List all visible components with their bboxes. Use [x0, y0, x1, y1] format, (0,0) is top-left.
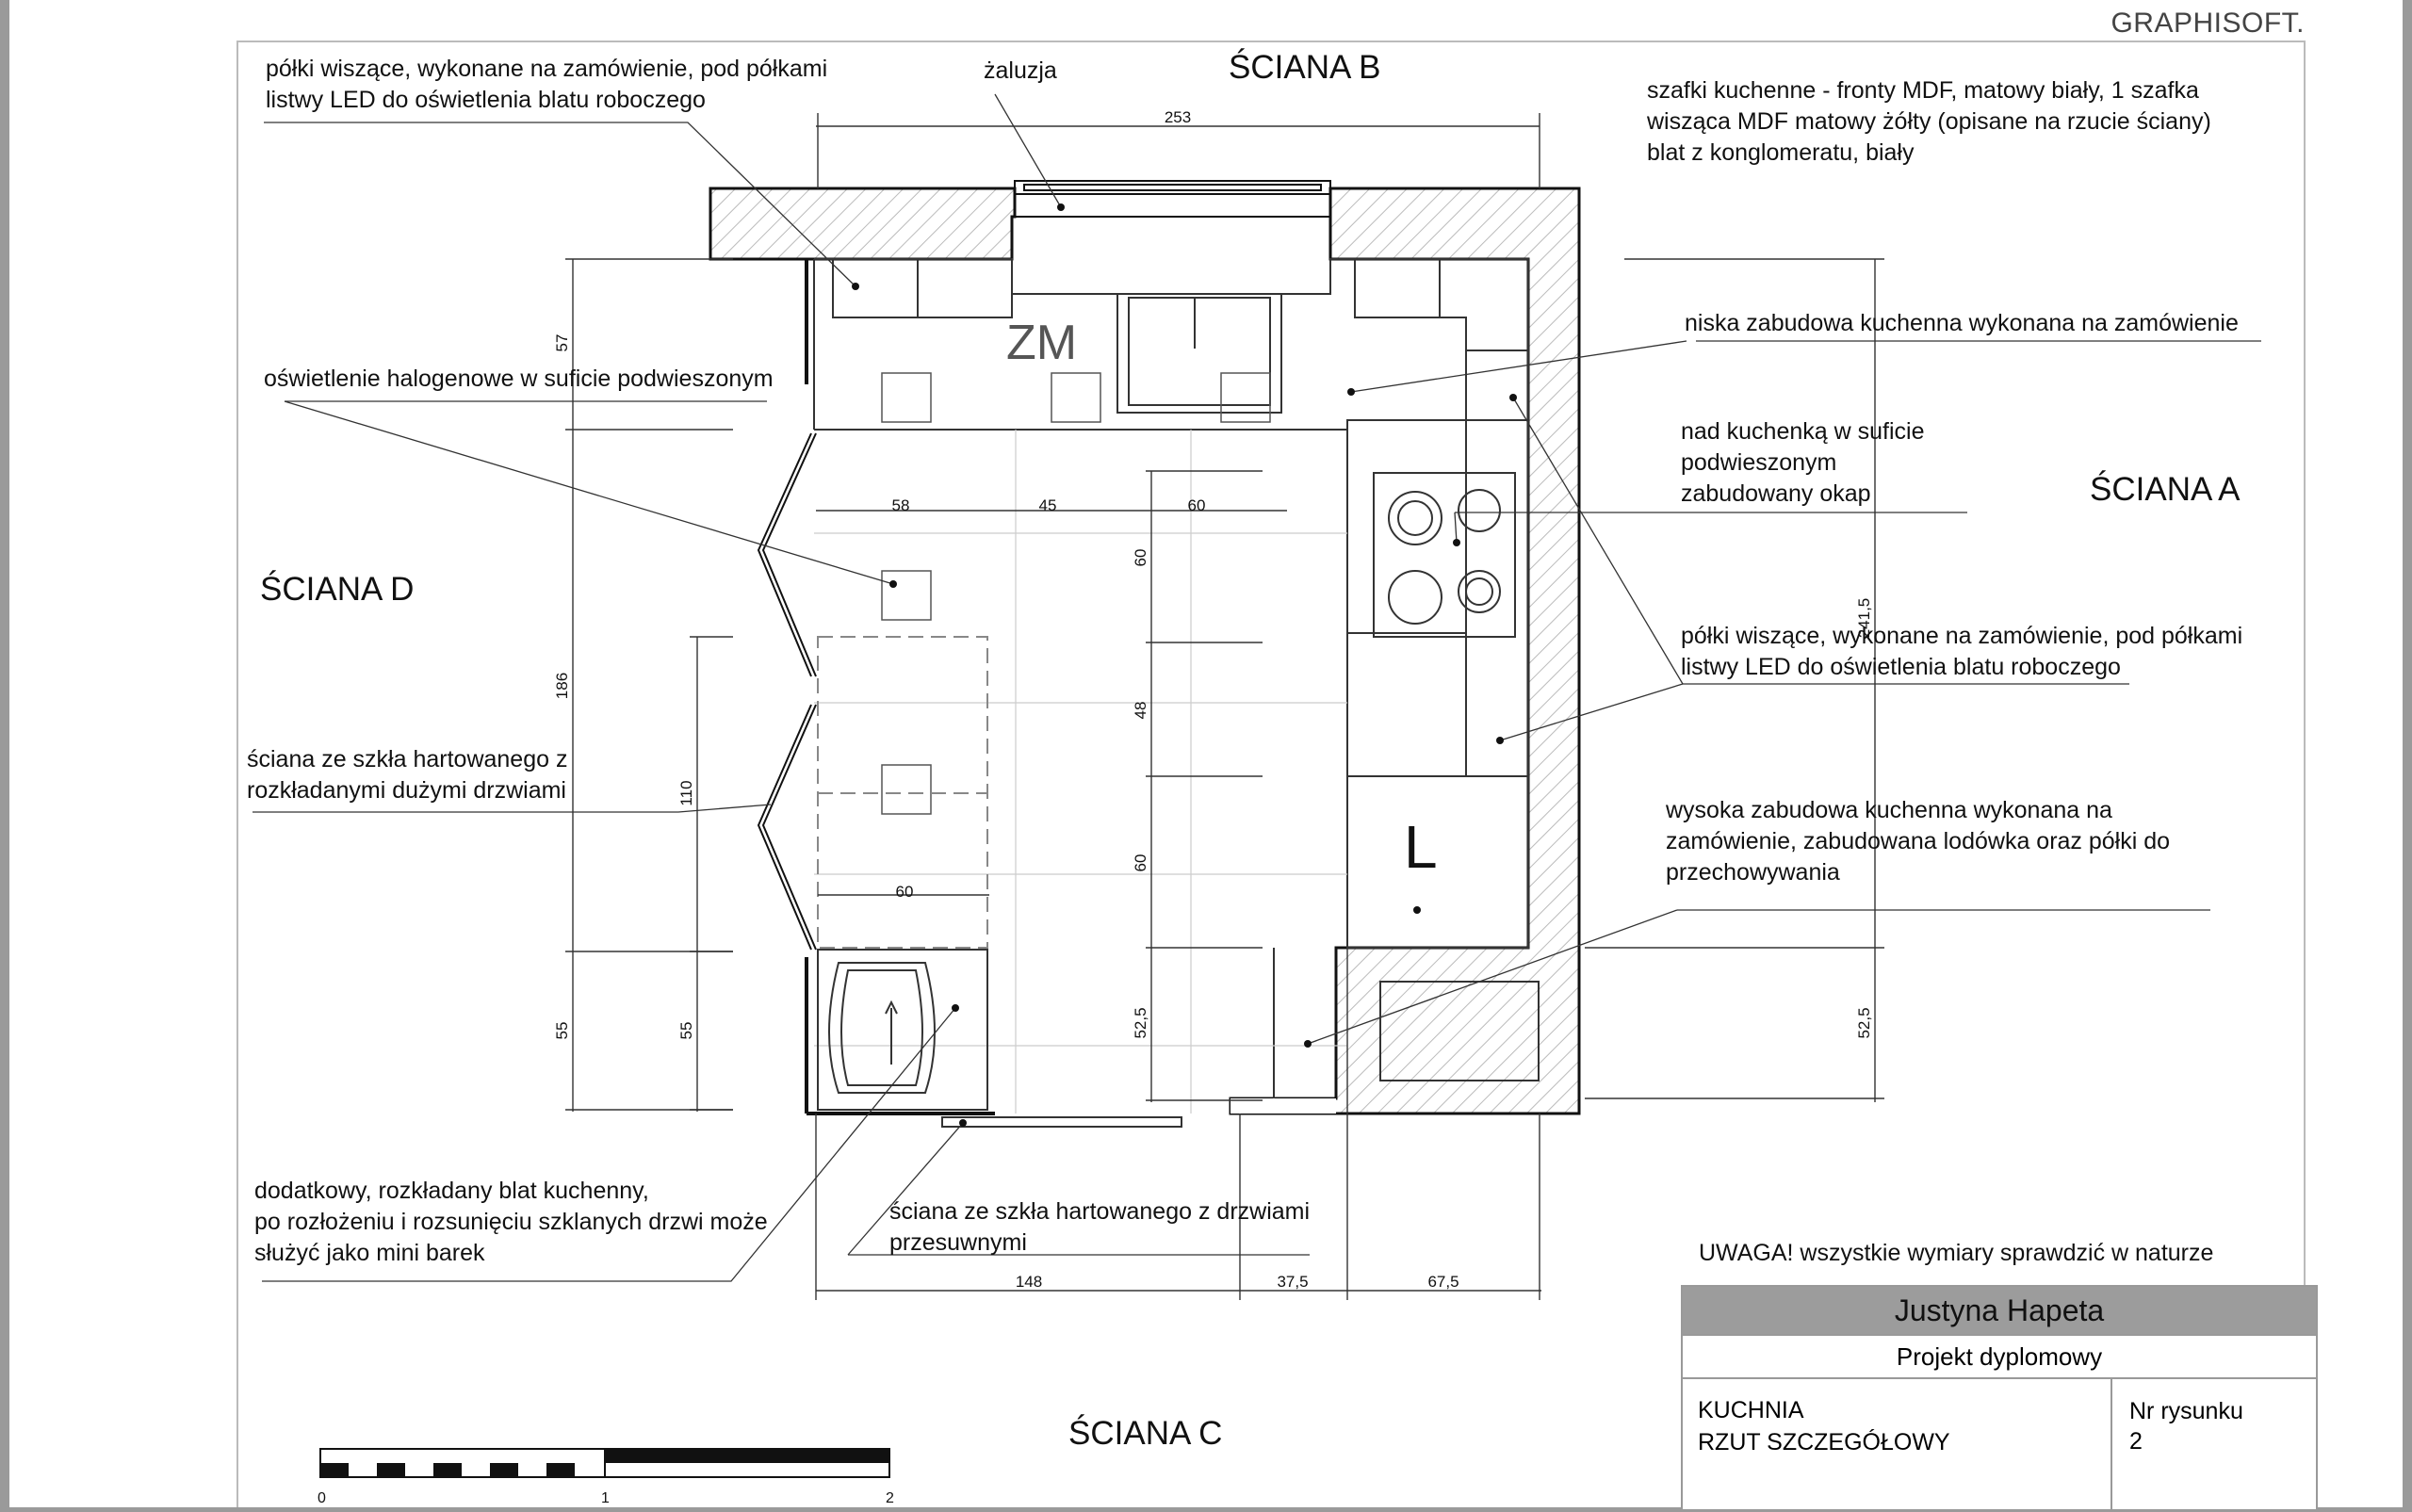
note-shelves-top-left: półki wiszące, wykonane na zamówienie, p… [266, 56, 828, 113]
dim-h-60: 60 [1188, 496, 1206, 514]
hob [1373, 472, 1516, 638]
dim-h-58: 58 [892, 496, 910, 514]
left-thin-wall [805, 259, 995, 1115]
dim-right-52-5: 52,5 [1855, 1007, 1873, 1038]
scale-bar: 0 1 2 [311, 1447, 895, 1512]
dimension-lines [565, 113, 1884, 1300]
scale-label-0: 0 [318, 1490, 326, 1506]
folding-glass-doors [757, 432, 817, 951]
drawing-number-value: 2 [2129, 1428, 2143, 1455]
dim-inner-55: 55 [677, 1022, 695, 1040]
leader-lines [253, 93, 2261, 1282]
note-folding-counter: dodatkowy, rozkładany blat kuchenny, po … [254, 1178, 768, 1266]
dim-v-48: 48 [1132, 702, 1149, 720]
title-block-sheet-title: KUCHNIA RZUT SZCZEGÓŁOWY [1698, 1397, 1950, 1455]
note-cabinets: szafki kuchenne - fronty MDF, matowy bia… [1647, 77, 2211, 166]
dim-left-55: 55 [553, 1022, 571, 1040]
dim-v-60a: 60 [1132, 549, 1149, 567]
dim-v-60b: 60 [1132, 854, 1149, 872]
scale-label-2: 2 [886, 1490, 894, 1506]
leader-dots [852, 203, 1517, 1127]
layout-gridlines [814, 430, 1347, 1114]
dim-right-241-5: 241,5 [1855, 598, 1873, 639]
zone-l: L [1404, 813, 1438, 881]
title-block-separator [2110, 1379, 2112, 1511]
scale-bar-graphic [319, 1448, 890, 1478]
sliding-door [941, 1116, 1182, 1128]
note-shelves-right: półki wiszące, wykonane na zamówienie, p… [1681, 623, 2243, 680]
wall-d-title: ŚCIANA D [260, 571, 415, 608]
dim-bottom-67-5: 67,5 [1427, 1273, 1459, 1291]
folding-counter [817, 636, 988, 949]
title-block-row: KUCHNIA RZUT SZCZEGÓŁOWY Nr rysunku 2 [1683, 1379, 2316, 1511]
wall-b-title: ŚCIANA B [1229, 49, 1381, 86]
wall-a-title: ŚCIANA A [2090, 471, 2241, 508]
note-hood: nad kuchenką w suficie podwieszonym zabu… [1681, 418, 1925, 507]
dim-v-52-5: 52,5 [1132, 1007, 1149, 1038]
title-block-drawing-number: Nr rysunku 2 [2129, 1396, 2243, 1456]
note-glass-wall-doors: ściana ze szkła hartowanego z rozkładany… [247, 746, 568, 804]
walls-hatched [709, 187, 1581, 1115]
title-block: Justyna Hapeta Projekt dyplomowy KUCHNIA… [1681, 1285, 2318, 1511]
note-glass-wall-sliding: ściana ze szkła hartowanego z drzwiami p… [889, 1198, 1311, 1256]
note-tall-units: wysoka zabudowa kuchenna wykonana na zam… [1666, 797, 2171, 886]
dim-bench-60: 60 [896, 883, 914, 901]
drawing-number-label: Nr rysunku [2129, 1398, 2243, 1424]
wall-c-title: ŚCIANA C [1068, 1415, 1223, 1452]
zone-zm: ZM [1006, 316, 1078, 370]
note-blind: żaluzja [984, 57, 1057, 84]
drawing-sheet: GRAPHISOFT. [9, 0, 2403, 1511]
note-low-units: niska zabudowa kuchenna wykonana na zamó… [1685, 310, 2239, 336]
brand-logo: GRAPHISOFT. [2110, 8, 2305, 39]
dim-left-57: 57 [553, 334, 571, 352]
wall-b-left [709, 187, 1017, 261]
dim-h-45: 45 [1039, 496, 1057, 514]
wall-a [1229, 187, 1581, 1115]
sheet-frame [236, 41, 2306, 1507]
dim-inner-110: 110 [677, 780, 695, 805]
counter-folded [817, 949, 988, 1111]
note-halogen: oświetlenie halogenowe w suficie podwies… [264, 366, 774, 392]
title-block-project: Projekt dyplomowy [1683, 1336, 2316, 1379]
title-block-author: Justyna Hapeta [1683, 1287, 2316, 1336]
cabinets [813, 258, 1540, 1098]
dimension-texts: 253 57 186 55 110 55 58 45 60 60 48 60 5… [553, 108, 1873, 1291]
dim-253: 253 [1165, 108, 1191, 126]
warning-note: UWAGA! wszystkie wymiary sprawdzić w nat… [1699, 1240, 2214, 1266]
dim-bottom-148: 148 [1016, 1273, 1042, 1291]
bench-symbol [828, 962, 936, 1094]
halogen-lights [881, 372, 1271, 815]
dim-bottom-37-5: 37,5 [1277, 1273, 1308, 1291]
sink [1116, 293, 1282, 414]
window [1011, 180, 1331, 295]
floor-plan: 253 57 186 55 110 55 58 45 60 60 48 60 5… [236, 41, 2306, 1507]
scale-label-1: 1 [601, 1490, 610, 1506]
dim-left-186: 186 [553, 673, 571, 699]
